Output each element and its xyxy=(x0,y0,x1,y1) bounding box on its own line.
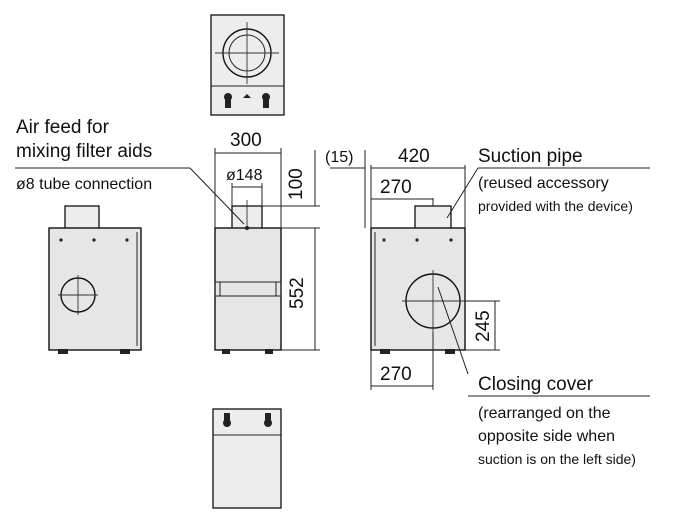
dim-offset: (15) xyxy=(325,149,353,166)
dim-cover-height: 245 xyxy=(473,310,494,342)
top-view xyxy=(210,14,285,116)
front-view xyxy=(214,200,282,354)
bottom-view xyxy=(212,408,282,509)
suction-pipe-label: Suction pipe xyxy=(478,146,583,167)
dim-pipe-position: 270 xyxy=(380,177,412,198)
closing-cover-note-3: suction is on the left side) xyxy=(478,451,636,467)
dim-pipe-height: 100 xyxy=(286,168,307,200)
air-feed-label-1: Air feed for xyxy=(16,117,110,138)
suction-pipe-note-1: (reused accessory xyxy=(478,175,609,192)
closing-cover-label: Closing cover xyxy=(478,374,594,395)
leader-lines xyxy=(15,167,650,397)
closing-cover-note-1: (rearranged on the xyxy=(478,405,611,422)
dim-body-height: 552 xyxy=(287,277,308,309)
suction-pipe-note-2: provided with the device) xyxy=(478,198,633,214)
left-side-view xyxy=(48,205,142,354)
dim-pipe-diameter: ø148 xyxy=(226,167,263,184)
closing-cover-note-2: opposite side when xyxy=(478,428,615,445)
text-labels: Air feed for mixing filter aids ø8 tube … xyxy=(16,117,636,467)
dim-width-front: 300 xyxy=(230,130,262,151)
dimension-lines xyxy=(214,148,500,390)
dimension-text: 300 ø148 100 552 (15) 420 270 245 270 xyxy=(226,130,494,385)
right-side-view xyxy=(370,205,466,354)
tube-connection-label: ø8 tube connection xyxy=(16,176,152,193)
dim-cover-position: 270 xyxy=(380,364,412,385)
air-feed-label-2: mixing filter aids xyxy=(16,141,152,162)
dim-width-side: 420 xyxy=(398,146,430,167)
